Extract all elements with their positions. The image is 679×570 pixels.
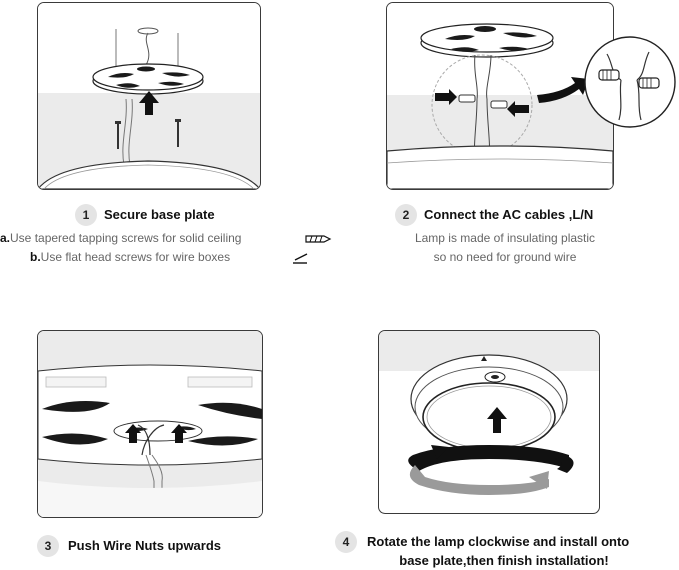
step4-number-badge: 4 bbox=[335, 531, 357, 553]
step1-note-a-text: Use tapered tapping screws for solid cei… bbox=[10, 231, 242, 245]
step2-illustration bbox=[386, 2, 614, 190]
base-plate bbox=[92, 63, 204, 95]
supply-wire bbox=[145, 32, 150, 66]
step2-drawing bbox=[387, 3, 613, 189]
flat-head-screw-icon bbox=[290, 251, 310, 265]
step1-note-b-key: b. bbox=[30, 250, 41, 264]
arrow-left-icon bbox=[507, 101, 529, 117]
step1-drawing bbox=[38, 3, 260, 189]
step3-title: Push Wire Nuts upwards bbox=[68, 538, 222, 553]
connector-detail-circle bbox=[583, 34, 677, 130]
step3-number-badge: 3 bbox=[37, 535, 59, 557]
step1-title: Secure base plate bbox=[104, 207, 215, 222]
step1-note-b-text: Use flat head screws for wire boxes bbox=[40, 250, 231, 264]
base-plate bbox=[420, 23, 554, 58]
step4-illustration bbox=[378, 330, 600, 514]
zoom-arrow-icon bbox=[537, 77, 589, 103]
step3-illustration bbox=[37, 330, 263, 518]
arrow-right-icon bbox=[435, 89, 457, 105]
lamp-body bbox=[387, 145, 613, 189]
step1-illustration bbox=[37, 2, 261, 190]
push-up-arrow-icon bbox=[125, 424, 141, 443]
step1-note-a: a.Use tapered tapping screws for solid c… bbox=[0, 231, 241, 245]
push-up-arrow-icon bbox=[139, 91, 159, 115]
step4-title-line2: base plate,then finish installation! bbox=[399, 553, 609, 568]
zoom-area bbox=[431, 54, 533, 156]
screw-icon bbox=[115, 121, 121, 149]
tapered-screw-icon bbox=[304, 232, 332, 244]
push-up-arrow-icon bbox=[171, 424, 187, 443]
step4-drawing bbox=[379, 331, 599, 495]
screw-icon bbox=[175, 119, 181, 147]
wire-nut-icon bbox=[638, 77, 660, 89]
step2-number-badge: 2 bbox=[395, 204, 417, 226]
push-up-arrow-icon bbox=[487, 407, 507, 433]
step4-title-line1: Rotate the lamp clockwise and install on… bbox=[367, 534, 630, 549]
step1-note-b: b.Use flat head screws for wire boxes bbox=[30, 250, 230, 264]
wire-connector-icon bbox=[458, 94, 476, 103]
wire-connector-icon bbox=[490, 100, 508, 109]
step2-title: Connect the AC cables ,L/N bbox=[424, 207, 594, 222]
step2-note-1: Lamp is made of insulating plastic bbox=[414, 231, 596, 245]
step2-note-2: so no need for ground wire bbox=[433, 250, 577, 264]
step1-note-a-key: a. bbox=[0, 231, 11, 245]
wire-nut-icon bbox=[598, 69, 620, 81]
step3-drawing bbox=[38, 331, 262, 517]
lamp-body bbox=[38, 160, 260, 189]
rotate-clockwise-icon bbox=[408, 445, 574, 495]
step1-number-badge: 1 bbox=[75, 204, 97, 226]
ceiling-lamp bbox=[410, 354, 568, 452]
